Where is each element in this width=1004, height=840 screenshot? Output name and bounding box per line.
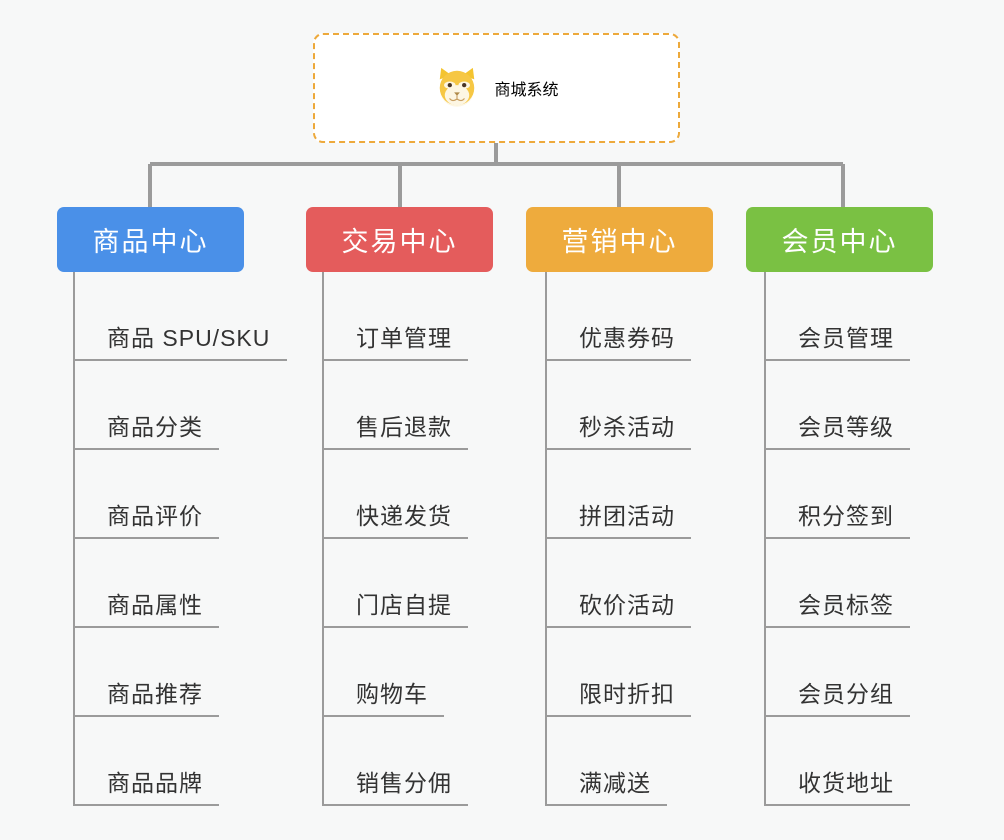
leaf-item[interactable]: 商品 SPU/SKU xyxy=(73,272,287,361)
leaf-item[interactable]: 砍价活动 xyxy=(545,539,691,628)
leaf-item[interactable]: 满减送 xyxy=(545,717,667,806)
leaf-item-label: 会员等级 xyxy=(798,414,894,440)
leaf-item-label: 限时折扣 xyxy=(579,681,675,707)
leaf-item[interactable]: 购物车 xyxy=(322,628,444,717)
leaf-rule xyxy=(545,804,667,806)
leaf-item-label: 秒杀活动 xyxy=(579,414,675,440)
category-header-label: 商品中心 xyxy=(92,227,209,257)
leaf-item[interactable]: 订单管理 xyxy=(322,272,468,361)
leaf-rule xyxy=(764,448,910,450)
category-header-2[interactable]: 营销中心 xyxy=(526,207,713,272)
leaf-item-label: 商品品牌 xyxy=(107,770,203,796)
shiba-dog-face-icon xyxy=(440,67,475,107)
leaf-rule xyxy=(73,448,219,450)
leaf-rule xyxy=(73,626,219,628)
leaf-item-label: 收货地址 xyxy=(798,770,894,796)
leaf-item[interactable]: 收货地址 xyxy=(764,717,910,806)
leaf-item[interactable]: 门店自提 xyxy=(322,539,468,628)
leaf-item[interactable]: 快递发货 xyxy=(322,450,468,539)
leaf-rule xyxy=(322,715,444,717)
leaf-item[interactable]: 售后退款 xyxy=(322,361,468,450)
leaf-item-label: 售后退款 xyxy=(356,414,452,440)
leaf-item-label: 积分签到 xyxy=(798,503,894,529)
leaf-rule xyxy=(322,537,468,539)
leaf-item-label: 商品推荐 xyxy=(107,681,203,707)
root-node-shop-system[interactable]: 商城系统 xyxy=(313,33,680,143)
leaf-item[interactable]: 拼团活动 xyxy=(545,450,691,539)
leaf-item[interactable]: 秒杀活动 xyxy=(545,361,691,450)
leaf-item[interactable]: 会员标签 xyxy=(764,539,910,628)
leaf-item-label: 会员管理 xyxy=(798,325,894,351)
leaf-spine xyxy=(764,272,766,806)
leaf-item-label: 会员分组 xyxy=(798,681,894,707)
leaf-item-label: 砍价活动 xyxy=(579,592,675,618)
leaf-item-label: 订单管理 xyxy=(356,325,452,351)
leaf-spine xyxy=(545,272,547,806)
leaf-rule xyxy=(322,448,468,450)
category-header-1[interactable]: 交易中心 xyxy=(306,207,493,272)
root-title: 商城系统 xyxy=(494,82,559,99)
leaf-rule xyxy=(73,715,219,717)
leaf-rule xyxy=(764,804,910,806)
leaf-item-label: 购物车 xyxy=(356,681,428,707)
leaf-rule xyxy=(545,715,691,717)
leaf-spine xyxy=(322,272,324,806)
leaf-item-label: 商品评价 xyxy=(107,503,203,529)
category-header-label: 交易中心 xyxy=(341,227,458,257)
leaf-spine xyxy=(73,272,75,806)
leaf-rule xyxy=(764,626,910,628)
leaf-rule xyxy=(764,715,910,717)
leaf-item[interactable]: 商品属性 xyxy=(73,539,219,628)
leaf-rule xyxy=(545,448,691,450)
leaf-item-label: 快递发货 xyxy=(356,503,452,529)
leaf-item[interactable]: 商品评价 xyxy=(73,450,219,539)
leaf-rule xyxy=(545,537,691,539)
leaf-item-label: 满减送 xyxy=(579,770,651,796)
leaf-rule xyxy=(322,804,468,806)
leaf-item[interactable]: 会员管理 xyxy=(764,272,910,361)
leaf-rule xyxy=(73,804,219,806)
leaf-item[interactable]: 会员分组 xyxy=(764,628,910,717)
leaf-rule xyxy=(322,626,468,628)
category-header-0[interactable]: 商品中心 xyxy=(57,207,244,272)
leaf-item[interactable]: 商品分类 xyxy=(73,361,219,450)
category-header-3[interactable]: 会员中心 xyxy=(746,207,933,272)
leaf-rule xyxy=(545,626,691,628)
leaf-rule xyxy=(73,359,287,361)
leaf-rule xyxy=(545,359,691,361)
leaf-item-label: 销售分佣 xyxy=(356,770,452,796)
leaf-item-label: 商品分类 xyxy=(107,414,203,440)
leaf-item[interactable]: 积分签到 xyxy=(764,450,910,539)
leaf-item[interactable]: 限时折扣 xyxy=(545,628,691,717)
leaf-item-label: 会员标签 xyxy=(798,592,894,618)
leaf-item-label: 商品属性 xyxy=(107,592,203,618)
leaf-item[interactable]: 优惠券码 xyxy=(545,272,691,361)
leaf-rule xyxy=(764,359,910,361)
category-header-label: 营销中心 xyxy=(561,227,678,257)
leaf-rule xyxy=(322,359,468,361)
category-header-label: 会员中心 xyxy=(781,227,898,257)
leaf-item-label: 优惠券码 xyxy=(579,325,675,351)
leaf-item-label: 拼团活动 xyxy=(579,503,675,529)
leaf-item[interactable]: 商品推荐 xyxy=(73,628,219,717)
leaf-rule xyxy=(764,537,910,539)
leaf-item-label: 商品 SPU/SKU xyxy=(107,325,271,351)
leaf-item-label: 门店自提 xyxy=(356,592,452,618)
leaf-item[interactable]: 商品品牌 xyxy=(73,717,219,806)
leaf-rule xyxy=(73,537,219,539)
leaf-item[interactable]: 销售分佣 xyxy=(322,717,468,806)
leaf-item[interactable]: 会员等级 xyxy=(764,361,910,450)
